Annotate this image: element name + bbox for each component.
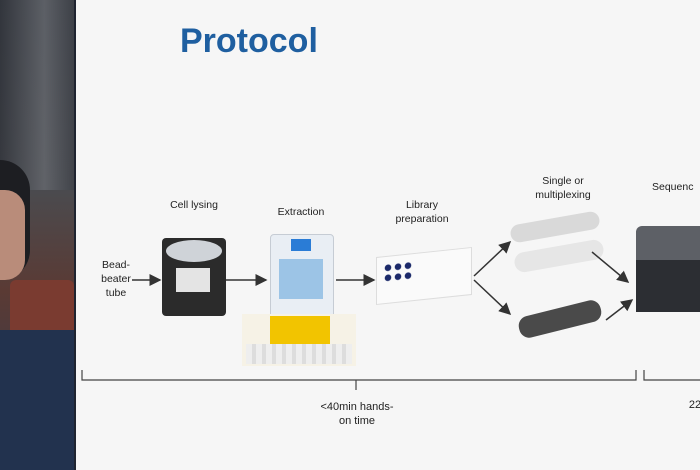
bead-beater-top <box>166 240 222 262</box>
label-extraction: Extraction <box>277 206 325 218</box>
kit-tubes <box>246 344 352 364</box>
sequencer-image <box>636 226 700 312</box>
process-arrows <box>81 240 700 390</box>
instrument-screen <box>291 239 311 251</box>
bracket-hands-on <box>81 370 637 390</box>
label-bead-beater: Bead- beater tube <box>101 259 131 299</box>
timeline-right-label: 22 <box>688 399 700 411</box>
hands-on-time-label: <40min hands- on time <box>320 401 394 427</box>
slide-title: Protocol <box>180 22 318 60</box>
instrument-window <box>279 259 323 299</box>
bead-beater-label <box>176 268 210 292</box>
webcam-video-feed <box>0 0 74 470</box>
presenter-face <box>0 190 25 280</box>
bracket-right <box>643 370 700 381</box>
presentation-slide: Protocol Bead- beater tube Cell lysing E… <box>74 0 700 470</box>
background-curtain <box>0 0 74 190</box>
label-sequencing: Sequenc <box>652 181 694 193</box>
arrow-single-to-sequencer <box>591 251 630 283</box>
presenter-shirt <box>0 330 74 470</box>
sequencer-front <box>636 260 700 312</box>
bead-beater-image <box>162 238 226 316</box>
arrow-multiplex-to-sequencer <box>605 299 634 321</box>
label-cell-lysing: Cell lysing <box>170 199 218 211</box>
extraction-kit-image <box>242 314 356 366</box>
arrow-library-to-single <box>473 240 512 277</box>
extraction-instrument-image <box>270 234 334 318</box>
arrow-library-to-multiplex <box>473 279 512 316</box>
label-multiplexing: Single or multiplexing <box>535 175 591 201</box>
label-library-prep: Library preparation <box>395 199 449 225</box>
